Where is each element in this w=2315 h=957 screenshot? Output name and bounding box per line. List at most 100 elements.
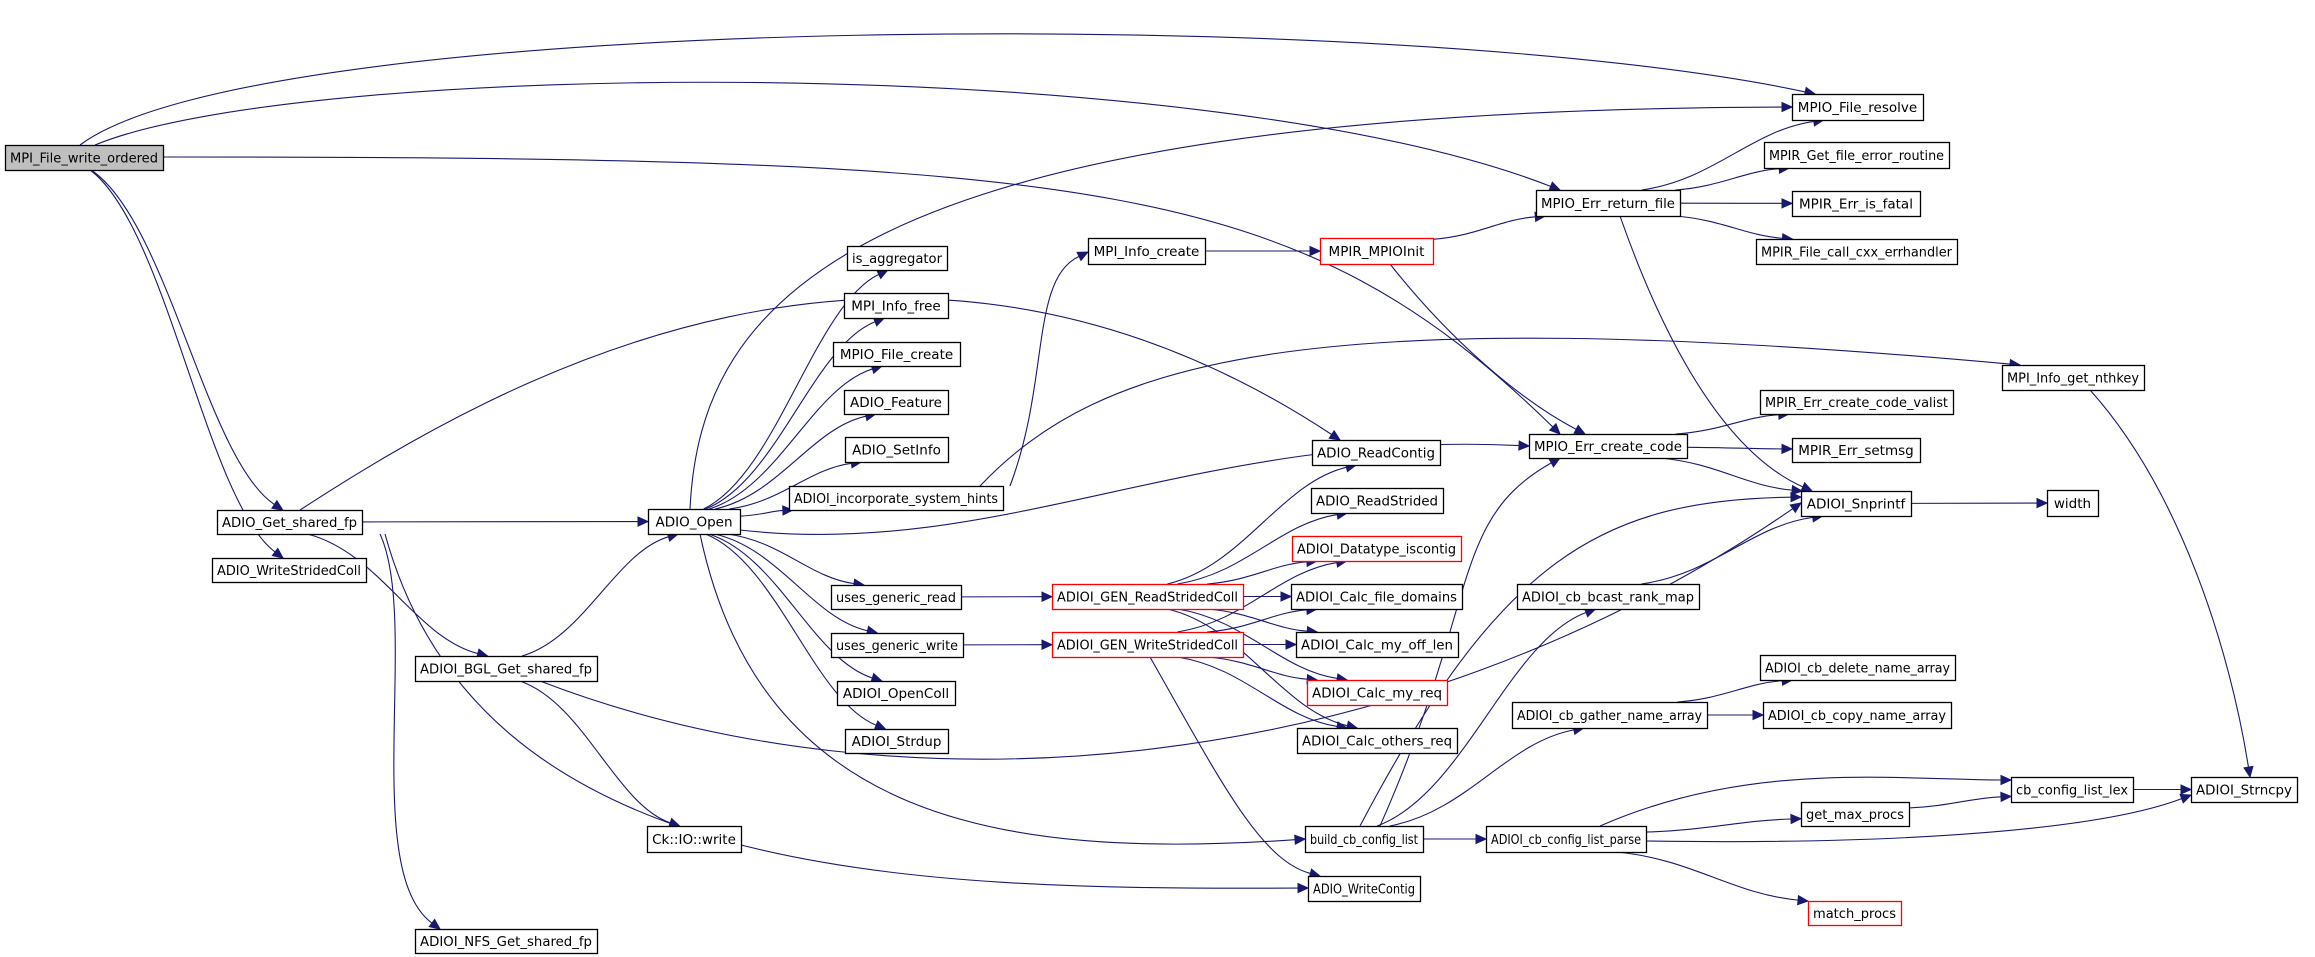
node-ADIO_WriteContig[interactable]: ADIO_WriteContig [1307,875,1422,903]
node-ADIOI_BGL_Get_shared_fp[interactable]: ADIOI_BGL_Get_shared_fp [414,655,599,683]
node-box[interactable] [414,928,599,955]
node-ADIO_Get_shared_fp[interactable]: ADIO_Get_shared_fp [216,509,364,536]
node-box[interactable] [1791,93,1925,122]
node-box[interactable] [211,557,368,584]
node-box[interactable] [1528,433,1689,460]
node-box[interactable] [844,436,950,464]
node-cb_config_list_lex[interactable]: cb_config_list_lex [2010,776,2135,804]
node-ADIO_ReadStrided[interactable]: ADIO_ReadStrided [1310,487,1445,515]
node-box[interactable] [1516,583,1701,611]
node-box[interactable] [1296,727,1459,755]
node-ADIOI_Snprintf[interactable]: ADIOI_Snprintf [1800,490,1913,518]
node-box[interactable] [1311,439,1442,467]
node-ADIO_ReadContig[interactable]: ADIO_ReadContig [1311,439,1442,467]
node-box[interactable] [2010,776,2135,804]
node-build_cb_config_list[interactable]: build_cb_config_list [1304,825,1425,854]
node-ADIO_Open[interactable]: ADIO_Open [647,508,742,536]
node-MPIR_Get_file_error_routine[interactable]: MPIR_Get_file_error_routine [1763,141,1951,170]
node-box[interactable] [1800,801,1911,828]
node-box[interactable] [846,245,949,272]
node-box[interactable] [1310,487,1445,515]
node-box[interactable] [1511,701,1709,730]
node-box[interactable] [1763,141,1951,170]
node-MPIO_Err_create_code[interactable]: MPIO_Err_create_code [1528,433,1689,460]
node-box[interactable] [843,292,950,320]
node-box[interactable] [2046,489,2100,518]
node-box[interactable] [1051,631,1245,659]
node-box[interactable] [1485,825,1648,854]
node-box[interactable] [216,509,364,536]
node-ADIOI_GEN_ReadStridedColl[interactable]: ADIOI_GEN_ReadStridedColl [1051,583,1245,611]
node-get_max_procs[interactable]: get_max_procs [1800,801,1911,828]
node-box[interactable] [1051,583,1245,611]
node-ADIOI_cb_delete_name_array[interactable]: ADIOI_cb_delete_name_array [1759,654,1957,682]
node-box[interactable] [1087,237,1207,266]
node-box[interactable] [1807,900,1903,927]
node-ADIOI_Calc_my_req[interactable]: ADIOI_Calc_my_req [1306,679,1449,707]
node-ADIOI_Strncpy[interactable]: ADIOI_Strncpy [2190,776,2299,804]
node-ADIOI_Strdup[interactable]: ADIOI_Strdup [844,728,950,755]
node-ADIOI_cb_copy_name_array[interactable]: ADIOI_cb_copy_name_array [1762,701,1953,730]
node-ADIOI_cb_gather_name_array[interactable]: ADIOI_cb_gather_name_array [1511,701,1709,730]
node-ADIOI_OpenColl[interactable]: ADIOI_OpenColl [836,680,957,707]
node-ADIOI_GEN_WriteStridedColl[interactable]: ADIOI_GEN_WriteStridedColl [1051,631,1245,659]
node-box[interactable] [1304,825,1425,854]
node-box[interactable] [1306,679,1449,707]
node-ADIO_Feature[interactable]: ADIO_Feature [843,389,950,416]
node-MPI_File_write_ordered[interactable]: MPI_File_write_ordered [4,144,165,172]
node-ADIOI_incorporate_system_hints[interactable]: ADIOI_incorporate_system_hints [788,485,1005,512]
node-is_aggregator[interactable]: is_aggregator [846,245,949,272]
node-MPIR_Err_is_fatal[interactable]: MPIR_Err_is_fatal [1791,190,1922,218]
node-box[interactable] [844,728,950,755]
node-ADIOI_Calc_file_domains[interactable]: ADIOI_Calc_file_domains [1290,583,1464,611]
node-MPIO_File_create[interactable]: MPIO_File_create [832,341,962,368]
node-box[interactable] [1791,437,1922,464]
node-box[interactable] [1535,189,1682,218]
node-box[interactable] [1762,701,1953,730]
node-MPIO_Err_return_file[interactable]: MPIO_Err_return_file [1535,189,1682,218]
node-MPIO_File_resolve[interactable]: MPIO_File_resolve [1791,93,1925,122]
node-ADIOI_Datatype_iscontig[interactable]: ADIOI_Datatype_iscontig [1291,535,1463,563]
node-box[interactable] [1800,490,1913,518]
node-box[interactable] [1319,237,1435,266]
node-width[interactable]: width [2046,489,2100,518]
node-MPI_Info_get_nthkey[interactable]: MPI_Info_get_nthkey [2001,364,2146,392]
node-MPIR_File_call_cxx_errhandler[interactable]: MPIR_File_call_cxx_errhandler [1755,238,1959,266]
node-ADIOI_NFS_Get_shared_fp[interactable]: ADIOI_NFS_Get_shared_fp [414,928,599,955]
node-box[interactable] [647,508,742,536]
node-box[interactable] [1307,875,1422,903]
node-box[interactable] [836,680,957,707]
node-MPIR_Err_create_code_valist[interactable]: MPIR_Err_create_code_valist [1759,389,1955,416]
node-MPI_Info_create[interactable]: MPI_Info_create [1087,237,1207,266]
node-match_procs[interactable]: match_procs [1807,900,1903,927]
node-box[interactable] [830,632,965,659]
node-box[interactable] [1755,238,1959,266]
node-uses_generic_read[interactable]: uses_generic_read [830,584,963,611]
node-MPIR_Err_setmsg[interactable]: MPIR_Err_setmsg [1791,437,1922,464]
node-ADIO_SetInfo[interactable]: ADIO_SetInfo [844,436,950,464]
node-ADIOI_Calc_my_off_len[interactable]: ADIOI_Calc_my_off_len [1295,631,1460,659]
node-Ck_IO_write[interactable]: Ck::IO::write [646,825,743,854]
node-box[interactable] [830,584,963,611]
node-MPIR_MPIOInit[interactable]: MPIR_MPIOInit [1319,237,1435,266]
node-box[interactable] [1290,583,1464,611]
node-ADIOI_cb_bcast_rank_map[interactable]: ADIOI_cb_bcast_rank_map [1516,583,1701,611]
node-box[interactable] [1759,654,1957,682]
node-ADIOI_cb_config_list_parse[interactable]: ADIOI_cb_config_list_parse [1485,825,1648,854]
node-ADIO_WriteStridedColl[interactable]: ADIO_WriteStridedColl [211,557,368,584]
node-box[interactable] [4,144,165,172]
node-ADIOI_Calc_others_req[interactable]: ADIOI_Calc_others_req [1296,727,1459,755]
node-box[interactable] [1295,631,1460,659]
node-MPI_Info_free[interactable]: MPI_Info_free [843,292,950,320]
node-box[interactable] [2190,776,2299,804]
node-box[interactable] [646,825,743,854]
node-box[interactable] [2001,364,2146,392]
node-box[interactable] [843,389,950,416]
node-box[interactable] [1791,190,1922,218]
node-box[interactable] [1759,389,1955,416]
node-box[interactable] [1291,535,1463,563]
node-uses_generic_write[interactable]: uses_generic_write [830,632,965,659]
node-box[interactable] [788,485,1005,512]
node-box[interactable] [414,655,599,683]
node-box[interactable] [832,341,962,368]
